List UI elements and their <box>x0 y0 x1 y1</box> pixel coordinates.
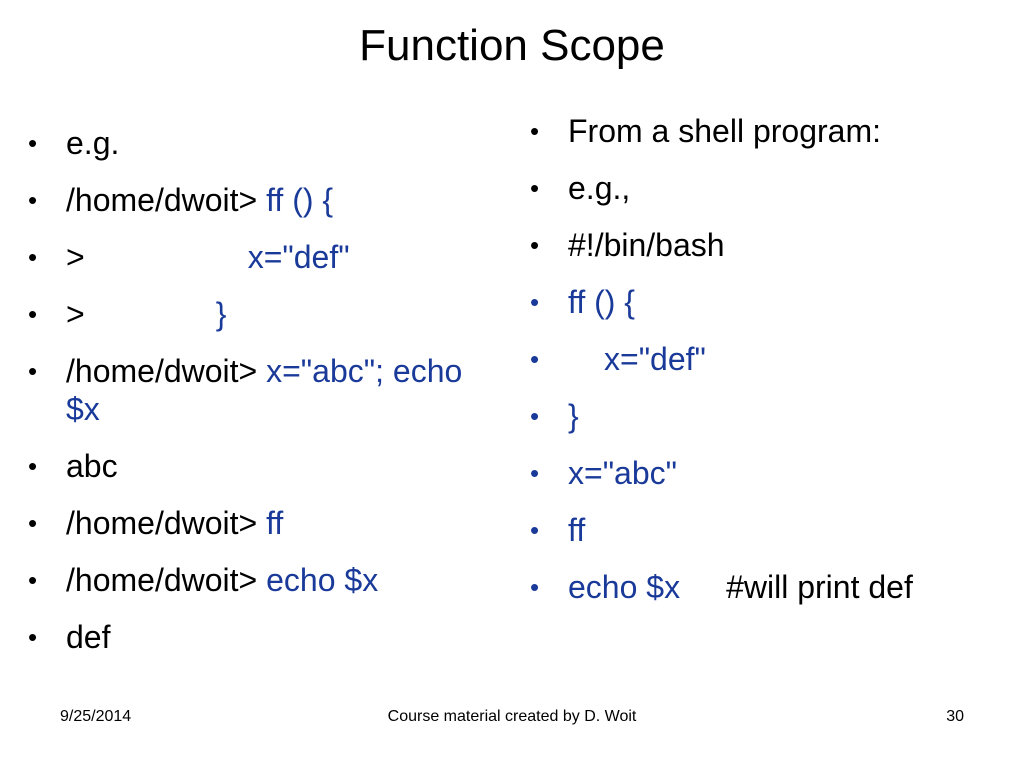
list-item: • e.g. <box>28 124 488 162</box>
footer-date: 9/25/2014 <box>60 708 132 725</box>
list-item: • def <box>28 618 488 656</box>
code-text: x="def" <box>247 239 350 275</box>
bullet-icon: • <box>28 299 38 329</box>
list-item: • #!/bin/bash <box>530 226 1010 264</box>
prompt-text: /home/dwoit> <box>66 505 267 541</box>
bullet-icon: • <box>28 185 38 215</box>
bullet-icon: • <box>28 565 38 595</box>
list-item: • x="abc" <box>530 454 1010 492</box>
item-text: e.g. <box>66 125 120 161</box>
code-text: x="abc"; echo $x <box>66 353 463 427</box>
comment-text: #will print def <box>726 569 913 605</box>
item-text: e.g., <box>568 170 631 206</box>
right-bullet-list: • From a shell program: • e.g., • #!/bin… <box>530 112 1010 625</box>
bullet-icon: • <box>28 451 38 481</box>
item-text: From a shell program: <box>568 113 881 149</box>
code-text: ff <box>266 505 284 541</box>
list-item: • ff <box>530 511 1010 549</box>
list-item: • From a shell program: <box>530 112 1010 150</box>
bullet-icon: • <box>530 230 540 260</box>
bullet-icon: • <box>28 242 38 272</box>
list-item: • x="def" <box>530 340 1010 378</box>
slide-title: Function Scope <box>359 21 665 70</box>
list-item: • echo $x #will print def <box>530 568 1010 606</box>
bullet-icon: • <box>28 508 38 538</box>
code-text: } <box>568 398 579 434</box>
prompt-text: /home/dwoit> <box>66 182 267 218</box>
code-text: echo $x <box>568 569 681 605</box>
list-item: • } <box>530 397 1010 435</box>
bullet-icon: • <box>530 287 540 317</box>
bullet-icon: • <box>530 401 540 431</box>
item-text: #!/bin/bash <box>568 227 725 263</box>
item-text: abc <box>66 448 118 484</box>
list-item: • /home/dwoit> ff () { <box>28 181 488 219</box>
code-text: ff () { <box>266 182 334 218</box>
list-item: • > x="def" <box>28 238 488 276</box>
bullet-icon: • <box>530 458 540 488</box>
prompt-text: /home/dwoit> <box>66 353 267 389</box>
prompt-text: > <box>66 296 85 332</box>
list-item: • /home/dwoit> ff <box>28 504 488 542</box>
footer-credit: Course material created by D. Woit <box>387 708 637 725</box>
bullet-icon: • <box>530 344 540 374</box>
bullet-icon: • <box>28 622 38 652</box>
bullet-icon: • <box>28 128 38 158</box>
left-bullet-list: • e.g. • /home/dwoit> ff () { • > x="def"… <box>28 124 488 675</box>
bullet-icon: • <box>530 116 540 146</box>
code-text: x="def" <box>604 341 706 377</box>
prompt-text: > <box>66 239 85 275</box>
bullet-icon: • <box>530 572 540 602</box>
list-item: • e.g., <box>530 169 1010 207</box>
item-text: def <box>66 619 111 655</box>
code-text: } <box>215 296 227 332</box>
bullet-icon: • <box>530 173 540 203</box>
list-item: • >} <box>28 295 488 333</box>
code-text: ff () { <box>568 284 635 320</box>
page-number: 30 <box>946 708 964 725</box>
list-item: • ff () { <box>530 283 1010 321</box>
code-text: x="abc" <box>568 455 677 491</box>
bullet-icon: • <box>28 356 38 386</box>
list-item: • abc <box>28 447 488 485</box>
list-item: • /home/dwoit> x="abc"; echo $x <box>28 352 488 428</box>
code-text: ff <box>568 512 586 548</box>
code-text: echo $x <box>266 562 379 598</box>
prompt-text: /home/dwoit> <box>66 562 267 598</box>
bullet-icon: • <box>530 515 540 545</box>
list-item: • /home/dwoit> echo $x <box>28 561 488 599</box>
